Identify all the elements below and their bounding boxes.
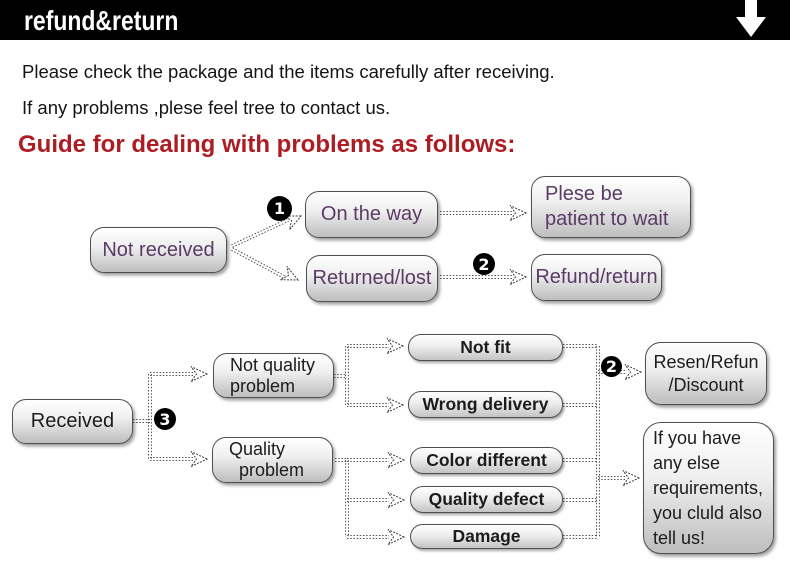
node-line: you cluld also	[653, 502, 763, 523]
step-2-badge-icon: 2	[601, 356, 622, 377]
node-line: /Discount	[668, 374, 744, 395]
intro-line-1: Please check the package and the items c…	[22, 61, 555, 82]
node-returned-lost: Returned/lost	[306, 255, 438, 302]
node-color-different: Color different	[410, 447, 563, 474]
step-3-badge-icon: 3	[154, 408, 176, 430]
node-wrong-delivery: Wrong delivery	[408, 391, 563, 418]
node-received: Received	[12, 399, 133, 444]
node-damage: Damage	[410, 524, 563, 549]
node-line: tell us!	[653, 527, 706, 548]
node-line: problem	[230, 375, 296, 396]
node-please-be-patient: Plese be patient to wait	[531, 176, 691, 238]
node-line: Plese be	[545, 183, 623, 205]
node-not-quality-problem: Not quality problem	[213, 353, 334, 398]
node-any-else-requirements: If you have any else requirements, you c…	[643, 422, 774, 554]
node-line: requirements,	[653, 477, 764, 498]
node-line: Not quality	[230, 354, 316, 375]
header-bar: refund&return	[0, 0, 790, 40]
node-line: Resen/Refun	[653, 351, 759, 372]
node-line: patient to wait	[545, 208, 669, 230]
node-on-the-way: On the way	[305, 191, 438, 238]
node-not-received: Not received	[90, 227, 227, 273]
intro-line-2: If any problems ,plese feel tree to cont…	[22, 97, 391, 118]
step-1-badge-icon: 1	[267, 196, 292, 221]
guide-heading: Guide for dealing with problems as follo…	[18, 131, 516, 158]
node-line: problem	[239, 460, 305, 480]
node-quality-defect: Quality defect	[410, 486, 563, 513]
node-resend-refund-discount: Resen/Refun /Discount	[645, 342, 767, 405]
node-line: any else	[653, 452, 721, 473]
step-2-badge-icon: 2	[473, 253, 495, 275]
node-not-fit: Not fit	[408, 334, 563, 361]
page-title: refund&return	[24, 5, 179, 36]
node-line: Quality	[229, 439, 286, 459]
node-line: If you have	[653, 427, 742, 448]
node-refund-return: Refund/return	[531, 254, 662, 301]
node-quality-problem: Quality problem	[212, 437, 333, 483]
